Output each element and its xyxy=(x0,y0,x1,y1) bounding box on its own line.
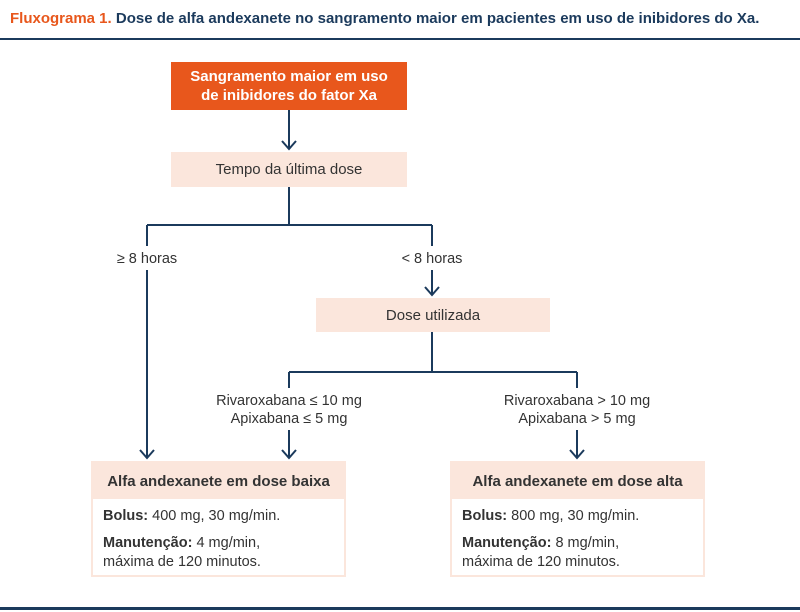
result-low-maint-value-2: máxima de 120 minutos. xyxy=(103,554,261,570)
result-high-maintenance: Manutenção: 8 mg/min, máxima de 120 minut… xyxy=(462,534,693,572)
start-node: Sangramento maior em uso de inibidores d… xyxy=(171,62,407,110)
arrowhead-time xyxy=(281,140,297,151)
time-label: Tempo da última dose xyxy=(215,161,363,178)
start-line-2: de inibidores do fator Xa xyxy=(201,87,377,104)
bottom-divider xyxy=(0,607,800,610)
top-divider xyxy=(0,38,800,40)
arrowhead-low-left xyxy=(139,449,155,460)
result-high-maint-value-1: 8 mg/min, xyxy=(555,535,620,551)
dose-label: Dose utilizada xyxy=(385,306,481,324)
branch-ge8-label: ≥ 8 horas xyxy=(116,251,178,267)
result-high-maint-label: Manutenção: xyxy=(462,535,552,551)
branch-high-label: Rivaroxabana > 10 mg Apixabana > 5 mg xyxy=(488,392,666,428)
result-low-dose: Alfa andexanete em dose baixa Bolus: 400… xyxy=(91,461,346,577)
result-low-bolus-value: 400 mg, 30 mg/min. xyxy=(152,508,281,524)
result-high-maint-value-2: máxima de 120 minutos. xyxy=(462,554,620,570)
result-high-dose: Alfa andexanete em dose alta Bolus: 800 … xyxy=(450,461,705,577)
result-high-title: Alfa andexanete em dose alta xyxy=(452,463,703,499)
branch-low-label: Rivaroxabana ≤ 10 mg Apixabana ≤ 5 mg xyxy=(200,392,378,428)
result-high-body: Bolus: 800 mg, 30 mg/min. Manutenção: 8 … xyxy=(452,499,703,588)
result-high-bolus-label: Bolus: xyxy=(462,508,508,524)
branch-high-line-1: Rivaroxabana > 10 mg xyxy=(503,393,651,409)
branch-high-line-2: Apixabana > 5 mg xyxy=(518,411,636,427)
result-low-bolus-label: Bolus: xyxy=(103,508,149,524)
result-low-maint-label: Manutenção: xyxy=(103,535,193,551)
dose-node: Dose utilizada xyxy=(316,298,550,332)
result-low-title: Alfa andexanete em dose baixa xyxy=(93,463,344,499)
figure-caption: Dose de alfa andexanete no sangramento m… xyxy=(115,10,760,27)
branch-lt8-label: < 8 horas xyxy=(401,251,463,267)
figure-title: Fluxograma 1. Dose de alfa andexanete no… xyxy=(10,10,759,27)
figure-number: Fluxograma 1. xyxy=(10,10,112,27)
branch-low-line-1: Rivaroxabana ≤ 10 mg xyxy=(216,393,362,409)
time-node: Tempo da última dose xyxy=(171,152,407,187)
start-line-1: Sangramento maior em uso xyxy=(190,68,388,85)
result-low-bolus: Bolus: 400 mg, 30 mg/min. xyxy=(103,507,334,526)
result-high-bolus: Bolus: 800 mg, 30 mg/min. xyxy=(462,507,693,526)
branch-low-line-2: Apixabana ≤ 5 mg xyxy=(230,411,348,427)
arrowhead-dose xyxy=(424,286,440,297)
arrowhead-low xyxy=(281,449,297,460)
result-low-maintenance: Manutenção: 4 mg/min, máxima de 120 minut… xyxy=(103,534,334,572)
arrowhead-high xyxy=(569,449,585,460)
result-low-body: Bolus: 400 mg, 30 mg/min. Manutenção: 4 … xyxy=(93,499,344,588)
result-high-bolus-value: 800 mg, 30 mg/min. xyxy=(511,508,640,524)
title-bar: Fluxograma 1. Dose de alfa andexanete no… xyxy=(0,0,800,38)
result-low-maint-value-1: 4 mg/min, xyxy=(196,535,261,551)
